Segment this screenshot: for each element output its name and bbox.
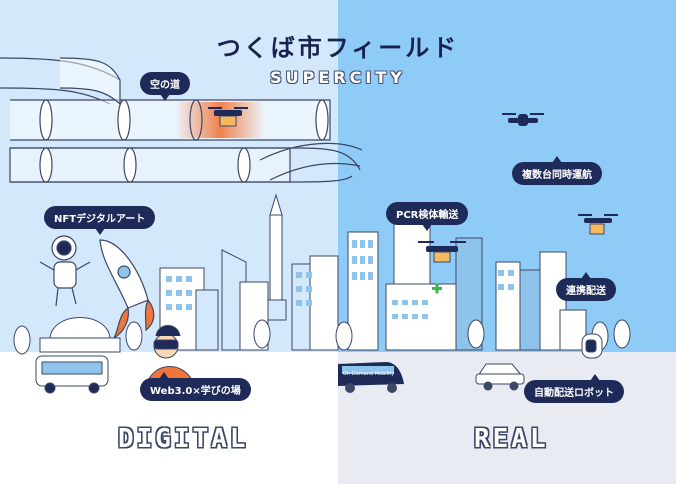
- on-demand-van: [338, 362, 404, 393]
- tag-auto-delivery-robot: 自動配送ロボット: [524, 374, 624, 403]
- real-building-windows: [352, 240, 514, 319]
- tag-nft-art: NFTデジタルアート: [44, 206, 156, 235]
- drones-sky-right: [502, 113, 618, 235]
- digital-label: DIGITAL: [118, 424, 249, 454]
- digital-building-windows: [166, 272, 312, 310]
- white-car: [475, 363, 525, 391]
- tsukuba-rocket-tower: [265, 193, 287, 321]
- van-label: On-Demand Mobility: [343, 371, 395, 377]
- page-title: つくば市フィールド: [216, 34, 460, 62]
- real-label: REAL: [474, 424, 549, 454]
- pcr-drone: [418, 241, 466, 263]
- delivery-robot: [581, 333, 603, 359]
- hospital-cross: [432, 283, 442, 294]
- sky-road-tubes: [0, 57, 363, 183]
- nft-rocket: [99, 239, 155, 340]
- tag-sky-road: 空の道: [140, 72, 190, 101]
- page-subtitle: SUPERCITY: [270, 68, 406, 87]
- nft-astronaut: [39, 235, 91, 307]
- tag-pcr-transport: PCR検体輸送: [386, 202, 469, 231]
- tag-web3-learning: Web3.0×学びの場: [140, 372, 251, 401]
- real-buildings: [347, 217, 587, 351]
- tag-multi-drone: 複数台同時運航: [512, 156, 602, 185]
- tag-linked-delivery: 連携配送: [556, 272, 616, 301]
- autonomous-bus: [35, 355, 109, 394]
- drone-in-tube: [208, 107, 248, 127]
